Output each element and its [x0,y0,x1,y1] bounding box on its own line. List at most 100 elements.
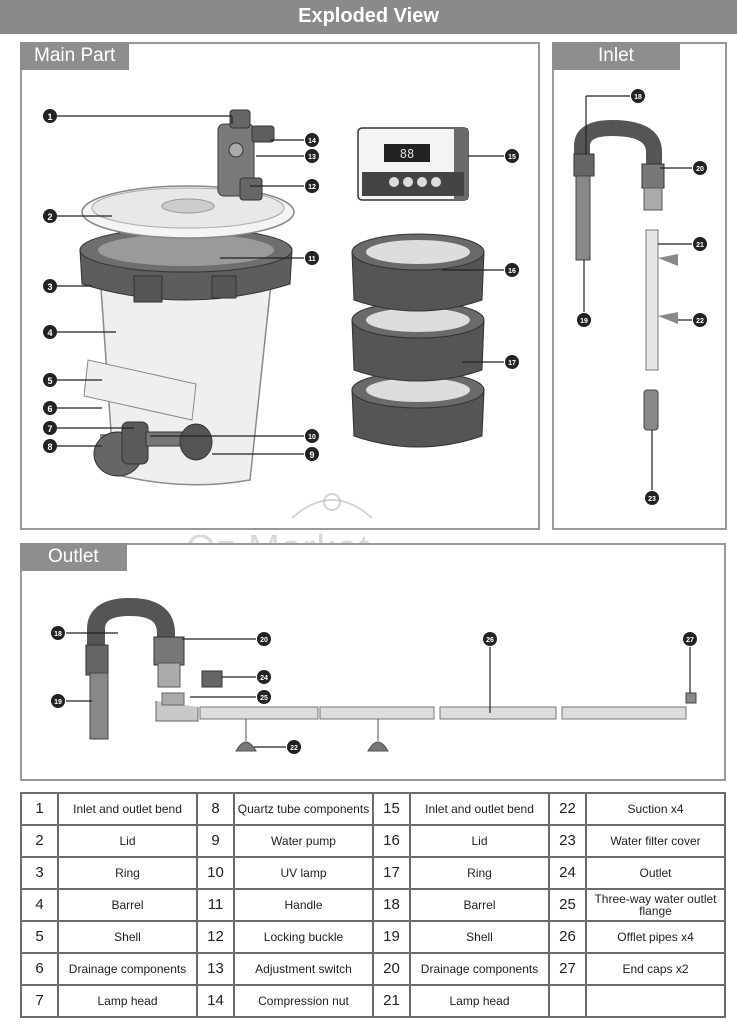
part-name: Ring [409,856,550,890]
svg-text:27: 27 [686,637,694,644]
part-name: Handle [233,888,374,922]
main-part-tab: Main Part [20,42,130,70]
callout-10: 10 [305,429,319,443]
inlet-panel: Inlet 18 20 21 22 19 23 [552,42,727,530]
part-number: 26 [548,920,587,954]
part-name: UV lamp [233,856,374,890]
watermark-logo-icon [291,493,373,519]
part-number: 18 [372,888,411,922]
callout-22: 22 [693,313,707,327]
svg-text:12: 12 [308,184,316,191]
valve-assembly-illustration [217,109,275,201]
part-number: 13 [196,952,235,986]
callout-19: 19 [577,313,591,327]
part-name: Water filter cover [585,824,726,858]
part-name: Barrel [57,888,198,922]
part-number: 6 [20,952,59,986]
outlet-callouts: 18 19 20 24 25 26 22 27 [51,626,697,754]
svg-text:26: 26 [486,637,494,644]
svg-text:23: 23 [648,496,656,503]
part-number: 12 [196,920,235,954]
callout-15: 15 [505,149,519,163]
outlet-tab: Outlet [20,543,127,571]
inlet-tab: Inlet [552,42,680,70]
inlet-hose-illustration [575,175,591,261]
part-name: Drainage components [409,952,550,986]
part-name: Lid [409,824,550,858]
svg-text:3: 3 [47,282,52,292]
svg-text:22: 22 [290,745,298,752]
callout-2: 2 [43,209,57,223]
callout-13: 13 [305,149,319,163]
outlet-hose-illustration [89,672,109,740]
part-number: 22 [548,792,587,826]
part-number: 24 [548,856,587,890]
inlet-callouts: 18 20 21 22 19 23 [577,89,707,505]
part-number: 1 [20,792,59,826]
svg-text:5: 5 [47,376,52,386]
part-number: 16 [372,824,411,858]
part-name: Inlet and outlet bend [409,792,550,826]
callout-6: 6 [43,401,57,415]
part-name: Shell [409,920,550,954]
part-number: 3 [20,856,59,890]
part-name: Shell [57,920,198,954]
callout-18: 18 [631,89,645,103]
svg-text:19: 19 [580,318,588,325]
part-number: 8 [196,792,235,826]
part-number: 20 [372,952,411,986]
svg-text:8: 8 [47,442,52,452]
part-number: 7 [20,984,59,1018]
svg-text:20: 20 [260,637,268,644]
part-number: 15 [372,792,411,826]
part-name: Outlet [585,856,726,890]
suction-pipe-illustration [643,229,678,431]
part-name: Compression nut [233,984,374,1018]
part-name: Lamp head [57,984,198,1018]
callout-11: 11 [305,251,319,265]
svg-text:10: 10 [308,434,316,441]
part-name [585,984,726,1018]
svg-text:25: 25 [260,695,268,702]
part-name: Suction x4 [585,792,726,826]
part-name: Three-way water outlet flange [585,888,726,922]
callout-14: 14 [305,133,319,147]
outlet-bend-illustration [85,597,185,688]
part-name: End caps x2 [585,952,726,986]
controller-illustration: 88 [357,127,469,201]
svg-text:11: 11 [308,256,316,263]
callout-20-outlet: 20 [257,632,271,646]
callout-12: 12 [305,179,319,193]
svg-text:22: 22 [696,318,704,325]
svg-text:13: 13 [308,154,316,161]
outlet-pipes-illustration [199,692,697,752]
callout-16: 16 [505,263,519,277]
stacked-rings-illustration [351,233,485,448]
part-name: Locking buckle [233,920,374,954]
part-name: Water pump [233,824,374,858]
part-name: Lid [57,824,198,858]
controller-display: 88 [400,147,414,161]
svg-text:2: 2 [47,212,52,222]
svg-text:18: 18 [54,631,62,638]
callout-8: 8 [43,439,57,453]
callout-24: 24 [257,670,271,684]
callout-27: 27 [683,632,697,646]
svg-text:9: 9 [309,450,314,460]
svg-text:19: 19 [54,699,62,706]
svg-text:15: 15 [508,154,516,161]
callout-23: 23 [645,491,659,505]
pump-illustration [93,421,213,477]
part-number: 19 [372,920,411,954]
outlet-fitting-illustration [201,670,223,688]
part-number: 25 [548,888,587,922]
part-number: 17 [372,856,411,890]
part-name: Drainage components [57,952,198,986]
callout-4: 4 [43,325,57,339]
callout-21: 21 [693,237,707,251]
